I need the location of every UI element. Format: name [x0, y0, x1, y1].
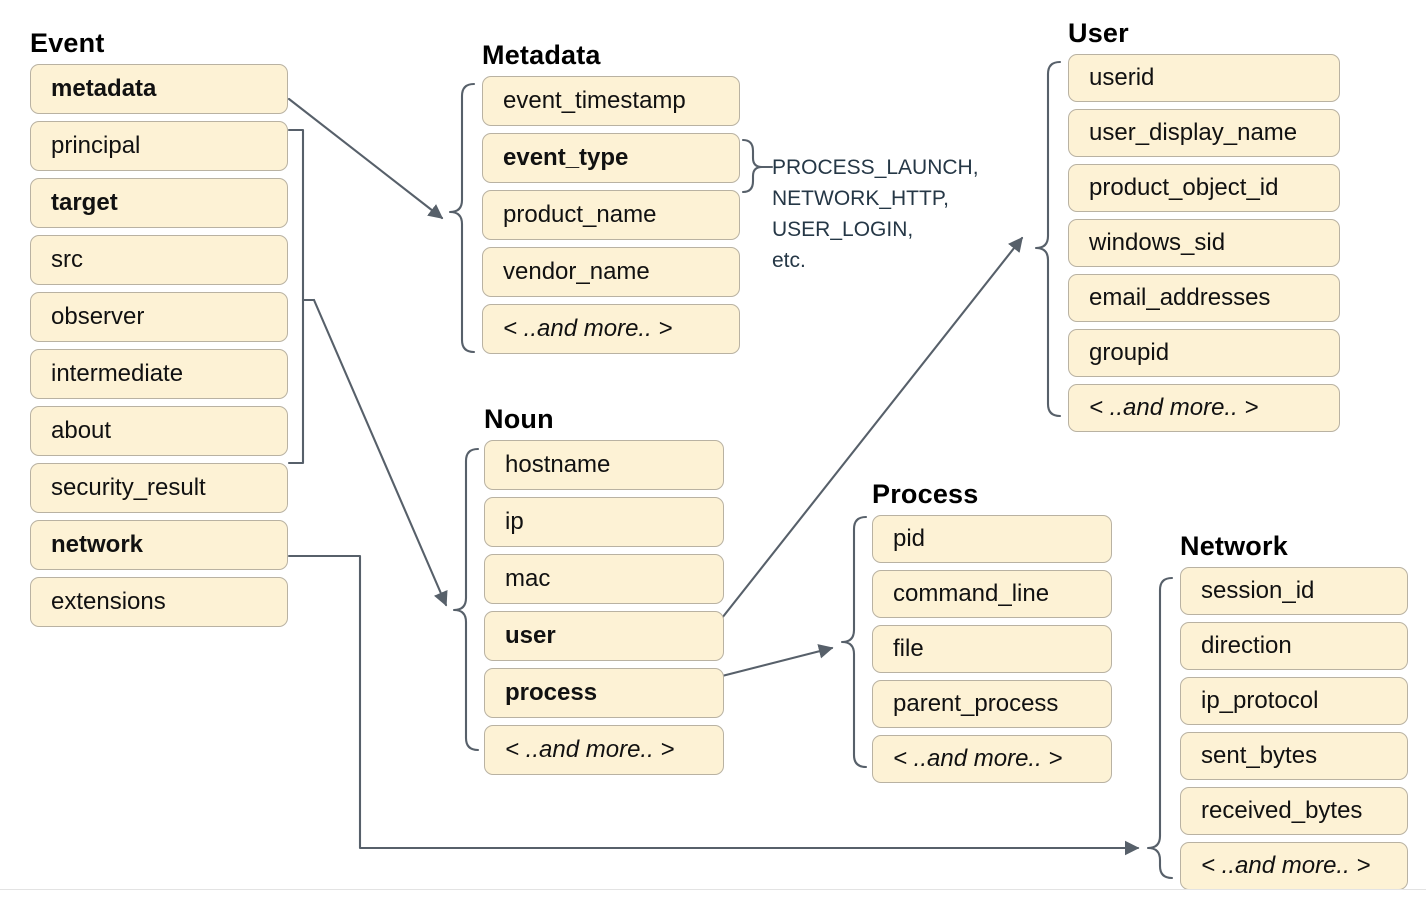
- field-target[interactable]: target: [30, 178, 288, 228]
- field-session-id[interactable]: session_id: [1180, 567, 1408, 615]
- group-fields-process: pid command_line file parent_process < .…: [872, 515, 1112, 783]
- group-user: User userid user_display_name product_ob…: [1068, 20, 1340, 432]
- field-user[interactable]: user: [484, 611, 724, 661]
- group-title-event: Event: [30, 28, 105, 58]
- group-network: Network session_id direction ip_protocol…: [1180, 533, 1408, 890]
- field-noun-more[interactable]: < ..and more.. >: [484, 725, 724, 775]
- field-groupid[interactable]: groupid: [1068, 329, 1340, 377]
- group-fields-noun: hostname ip mac user process < ..and mor…: [484, 440, 724, 775]
- group-process: Process pid command_line file parent_pro…: [872, 481, 1112, 783]
- field-received-bytes[interactable]: received_bytes: [1180, 787, 1408, 835]
- brace-user: [1034, 60, 1062, 418]
- field-user-display-name[interactable]: user_display_name: [1068, 109, 1340, 157]
- brace-metadata: [448, 82, 476, 354]
- field-ip-protocol[interactable]: ip_protocol: [1180, 677, 1408, 725]
- field-security-result[interactable]: security_result: [30, 463, 288, 513]
- field-observer[interactable]: observer: [30, 292, 288, 342]
- annotation-event-type-examples: PROCESS_LAUNCH, NETWORK_HTTP, USER_LOGIN…: [772, 156, 979, 272]
- field-process-more[interactable]: < ..and more.. >: [872, 735, 1112, 783]
- field-command-line[interactable]: command_line: [872, 570, 1112, 618]
- link-process: [720, 644, 834, 678]
- field-about[interactable]: about: [30, 406, 288, 456]
- field-src[interactable]: src: [30, 235, 288, 285]
- field-windows-sid[interactable]: windows_sid: [1068, 219, 1340, 267]
- link-metadata: [287, 97, 444, 220]
- group-event: Event metadata principal target src obse…: [30, 30, 288, 627]
- field-event-timestamp[interactable]: event_timestamp: [482, 76, 740, 126]
- brace-network: [1146, 576, 1174, 880]
- group-fields-user: userid user_display_name product_object_…: [1068, 54, 1340, 432]
- group-fields-metadata: event_timestamp event_type product_name …: [482, 76, 740, 354]
- field-network-more[interactable]: < ..and more.. >: [1180, 842, 1408, 890]
- group-title-noun: Noun: [484, 404, 554, 434]
- field-principal[interactable]: principal: [30, 121, 288, 171]
- group-title-metadata: Metadata: [482, 40, 601, 70]
- field-process[interactable]: process: [484, 668, 724, 718]
- group-noun: Noun hostname ip mac user process < ..an…: [484, 406, 724, 775]
- field-sent-bytes[interactable]: sent_bytes: [1180, 732, 1408, 780]
- field-product-object-id[interactable]: product_object_id: [1068, 164, 1340, 212]
- field-pid[interactable]: pid: [872, 515, 1112, 563]
- bottom-divider: [0, 889, 1426, 890]
- group-metadata: Metadata event_timestamp event_type prod…: [482, 42, 740, 354]
- field-network[interactable]: network: [30, 520, 288, 570]
- brace-process: [840, 515, 868, 769]
- field-user-more[interactable]: < ..and more.. >: [1068, 384, 1340, 432]
- group-fields-event: metadata principal target src observer i…: [30, 64, 288, 627]
- field-direction[interactable]: direction: [1180, 622, 1408, 670]
- field-event-type[interactable]: event_type: [482, 133, 740, 183]
- field-userid[interactable]: userid: [1068, 54, 1340, 102]
- field-ip[interactable]: ip: [484, 497, 724, 547]
- group-title-network: Network: [1180, 531, 1288, 561]
- group-title-process: Process: [872, 479, 979, 509]
- field-file[interactable]: file: [872, 625, 1112, 673]
- field-product-name[interactable]: product_name: [482, 190, 740, 240]
- field-email-addresses[interactable]: email_addresses: [1068, 274, 1340, 322]
- group-title-user: User: [1068, 18, 1129, 48]
- brace-noun: [452, 447, 480, 752]
- link-noun: [312, 298, 448, 607]
- field-mac[interactable]: mac: [484, 554, 724, 604]
- field-hostname[interactable]: hostname: [484, 440, 724, 490]
- field-vendor-name[interactable]: vendor_name: [482, 247, 740, 297]
- group-fields-network: session_id direction ip_protocol sent_by…: [1180, 567, 1408, 890]
- bracket-event-nouns: [287, 128, 305, 465]
- brace-event-type: [741, 138, 764, 194]
- field-parent-process[interactable]: parent_process: [872, 680, 1112, 728]
- field-metadata-more[interactable]: < ..and more.. >: [482, 304, 740, 354]
- field-extensions[interactable]: extensions: [30, 577, 288, 627]
- field-intermediate[interactable]: intermediate: [30, 349, 288, 399]
- field-metadata[interactable]: metadata: [30, 64, 288, 114]
